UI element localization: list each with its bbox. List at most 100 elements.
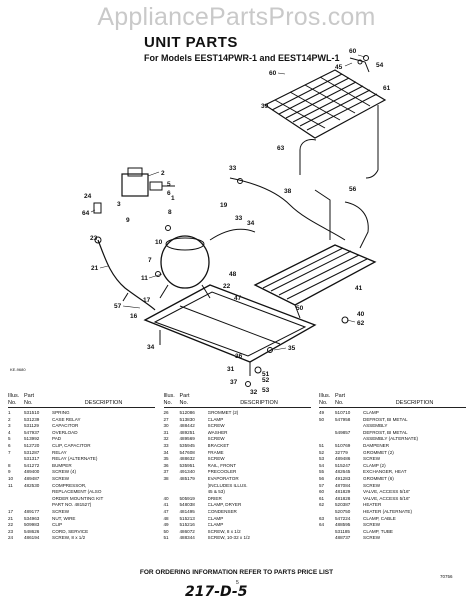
part-no: 481495 (179, 508, 195, 514)
callout-40: 40 (357, 311, 365, 318)
part-no: 491340 (179, 469, 195, 475)
illus-no: 51 (319, 442, 325, 448)
illus-no: 52 (319, 449, 325, 455)
description: EVAPORATOR (207, 475, 239, 481)
callout-63: 63 (277, 145, 285, 152)
part-no: 489486 (335, 456, 351, 462)
header-cell: Illus. (319, 393, 331, 399)
page-subtitle: For Models EEST14PWR-1 and EEST14PWL-1 (144, 53, 340, 63)
part-no: 482530 (24, 482, 40, 488)
description: CLAMP, DRYER (207, 502, 242, 508)
illus-no (164, 489, 180, 496)
description: HEATER (ALTERNATE) (363, 508, 413, 514)
illus-no: 63 (319, 515, 325, 521)
table-row: 520750 HEATER (ALTERNATE) (319, 509, 466, 516)
callout-31: 31 (227, 366, 235, 373)
description: SCREW (363, 482, 381, 488)
illus-no: 56 (319, 475, 325, 481)
part-no: 547608 (179, 449, 195, 455)
description: CLIP (52, 522, 63, 528)
service-cord-drawing (94, 236, 156, 311)
ordering-footer: FOR ORDERING INFORMATION REFER TO PARTS … (139, 569, 334, 576)
description: RELAY (ALTERNATE) (52, 456, 98, 462)
part-no: 520387 (335, 502, 351, 508)
part-no (24, 489, 52, 496)
callout-39: 39 (261, 103, 269, 110)
illus-no: 6 (8, 442, 11, 448)
callout-53: 53 (262, 387, 270, 394)
diagram-code: KE-9680 (10, 367, 26, 372)
callout-60b: 60 (269, 70, 277, 77)
table-row: ASSEMBLY (319, 423, 466, 430)
header-cell: No. (24, 399, 33, 406)
description: CONDENSER (207, 508, 237, 514)
part-no: 509983 (24, 522, 40, 528)
callout-23: 23 (90, 235, 98, 242)
table-header-line1: Illus.Part (164, 393, 311, 400)
callout-3: 3 (117, 201, 121, 208)
header-cell: DESCRIPTION (240, 399, 278, 406)
description: CAPACITOR (52, 423, 79, 429)
callout-7: 7 (148, 257, 152, 264)
illus-no: 30 (163, 423, 169, 429)
callout-57: 57 (114, 303, 122, 310)
part-no: 515213 (179, 515, 195, 521)
illus-no: 4 (8, 429, 11, 435)
table-row: (INCLUDES ILLUS. (164, 483, 311, 490)
callout-6: 6 (167, 190, 171, 197)
illus-no: 50 (319, 416, 325, 422)
illus-no (8, 456, 24, 463)
description: DRIER (207, 495, 222, 501)
part-no: 482645 (335, 469, 351, 475)
table-row: 45 & 53) (164, 489, 311, 496)
description: CLAMP (363, 410, 379, 415)
description: FRAME (207, 449, 224, 455)
illus-no: 57 (319, 482, 325, 488)
illus-no: 41 (163, 502, 169, 508)
callout-41: 41 (355, 285, 363, 292)
part-no: 513830 (179, 416, 195, 422)
part-no: 512086 (179, 410, 195, 415)
illus-no: 8 (8, 462, 11, 468)
part-no: 531239 (24, 416, 40, 422)
description: ASSEMBLY (363, 423, 388, 429)
callout-61: 61 (383, 85, 391, 92)
description: SCREW (363, 522, 381, 528)
part-no (335, 436, 363, 443)
illus-no (319, 529, 335, 536)
description: 45 & 53) (207, 489, 225, 495)
compressor-drawing (159, 235, 211, 299)
illus-no: 26 (163, 410, 169, 415)
illus-no: 31 (163, 429, 169, 435)
illus-no: 48 (163, 515, 169, 521)
part-no: 520750 (335, 508, 351, 514)
watermark: AppliancePartsPros.com (97, 3, 376, 31)
part-no (24, 502, 52, 509)
part-no: 491283 (335, 475, 351, 481)
tubing-drawing (209, 139, 369, 249)
callout-38: 38 (284, 188, 292, 195)
table-header-line1: Illus.Part (319, 393, 466, 400)
description: RAIL, FRONT (207, 462, 237, 468)
